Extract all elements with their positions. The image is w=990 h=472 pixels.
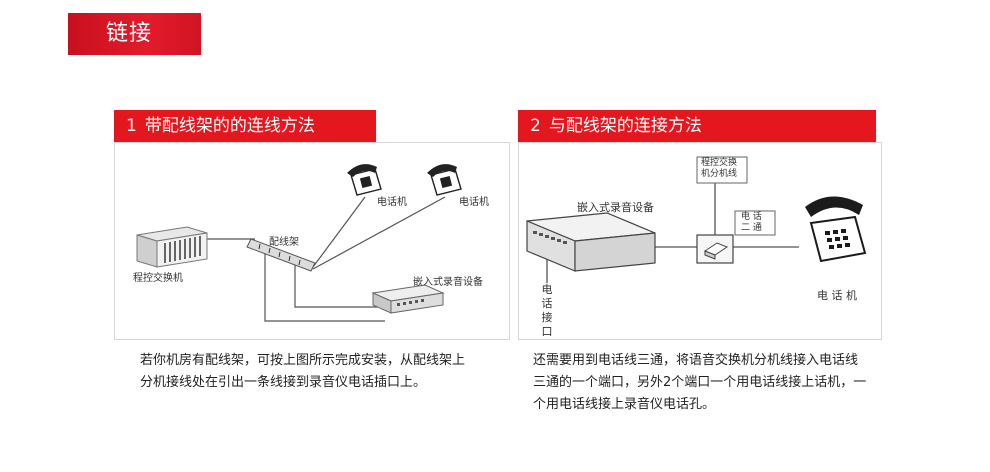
section2-description: 还需要用到电话线三通，将语音交换机分机线接入电话线 三通的一个端口，另外2个端口… xyxy=(533,350,883,416)
recorder-device-icon xyxy=(371,284,445,314)
splitter-wiring-diagram xyxy=(526,156,867,283)
section2-number: 2 xyxy=(530,116,541,136)
recorder-label: 嵌入式录音设备 xyxy=(577,201,654,214)
section1-description-line: 若你机房有配线架，可按上图所示完成安装，从配线架上 xyxy=(140,353,466,368)
section2-description-line: 还需要用到电话线三通，将语音交换机分机线接入电话线 xyxy=(533,353,859,368)
section2-description-line: 三通的一个端口，另外2个端口一个用电话线接上话机，一 xyxy=(533,375,867,390)
phone-a-icon xyxy=(347,164,382,196)
pbx-line-callout-box xyxy=(696,156,748,184)
pbx-line-label-1: 程控交换 xyxy=(701,158,738,168)
recorder-label: 嵌入式录音设备 xyxy=(413,277,483,288)
phone-b-label: 电话机 xyxy=(459,197,489,208)
splitter-label-2: 二 通 xyxy=(741,223,762,233)
main-tab-label: 链接 xyxy=(106,21,153,46)
section1-description-line: 分机接线处在引出一条线接到录音仪电话插口上。 xyxy=(140,375,427,390)
section2-description-line: 个用电话线接上录音仪电话孔。 xyxy=(533,397,716,412)
section1-diagram: 电话机 电话机 程控交换机 配线架 嵌入式录音设备 xyxy=(114,142,510,340)
phone-line-splitter-icon xyxy=(696,234,734,264)
wires xyxy=(546,183,799,283)
pbx-cabinet-icon xyxy=(136,226,208,268)
section1-number: 1 xyxy=(126,116,137,136)
section1-description: 若你机房有配线架，可按上图所示完成安装，从配线架上 分机接线处在引出一条线接到录… xyxy=(140,350,500,394)
splitter-callout-box xyxy=(734,210,776,236)
pbx-line-label: 程控交换 机分机线 xyxy=(701,158,737,180)
patch-panel-wiring-diagram xyxy=(136,164,462,322)
section2-diagram: 嵌入式录音设备 程控交换 机分机线 电 话 二 通 电话接口 电 话 机 xyxy=(518,142,882,340)
phone-a-label: 电话机 xyxy=(377,197,407,208)
section1-title: 带配线架的的连线方法 xyxy=(144,116,315,136)
wires xyxy=(207,196,446,322)
section2-title: 与配线架的连接方法 xyxy=(548,116,702,136)
patch-panel-icon xyxy=(246,238,316,272)
splitter-label-1: 电 话 xyxy=(741,212,762,222)
section2-title-bar: 2 与配线架的连接方法 xyxy=(518,110,876,142)
phone-label: 电 话 机 xyxy=(817,289,857,302)
pbx-label: 程控交换机 xyxy=(133,273,183,284)
patch-panel-label: 配线架 xyxy=(269,237,299,248)
phone-b-icon xyxy=(427,164,462,196)
splitter-label: 电 话 二 通 xyxy=(741,212,762,234)
section1-title-bar: 1 带配线架的的连线方法 xyxy=(114,110,376,142)
pbx-line-label-2: 机分机线 xyxy=(701,169,738,179)
recorder-port-label: 电话接口 xyxy=(541,283,553,338)
desk-phone-icon xyxy=(805,196,867,263)
recorder-device-icon xyxy=(526,212,656,272)
main-tab-links[interactable]: 链接 xyxy=(68,13,201,55)
